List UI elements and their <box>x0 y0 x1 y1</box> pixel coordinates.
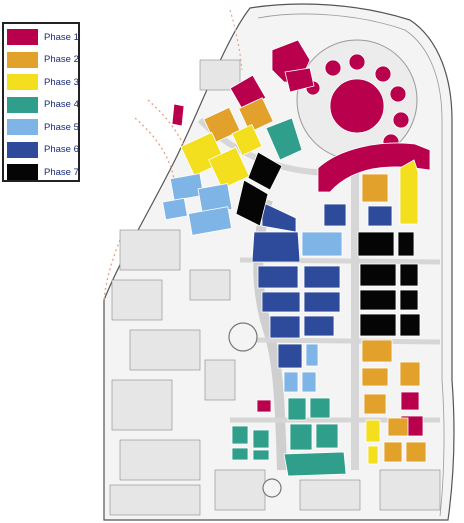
phase-4-parcels <box>231 117 347 477</box>
stadium <box>228 322 258 352</box>
legend-label: Phase 2 <box>44 54 79 66</box>
coast-arc-3 <box>103 239 121 301</box>
roundabout <box>262 478 282 498</box>
phase-1-dome <box>329 78 385 134</box>
legend-item-phase-3: Phase 3 <box>7 71 79 94</box>
grey-buildings <box>109 59 441 516</box>
legend-swatch <box>7 119 38 136</box>
phase-legend: Phase 1 Phase 2 Phase 3 Phase 4 Phase 5 … <box>2 22 80 182</box>
inner-outline <box>257 13 445 517</box>
legend-swatch <box>7 74 38 91</box>
phase-1-pod <box>374 65 392 83</box>
phase-1-pod <box>389 85 407 103</box>
legend-item-phase-6: Phase 6 <box>7 139 79 162</box>
legend-item-phase-4: Phase 4 <box>7 94 79 117</box>
phase-2-parcels <box>203 97 427 463</box>
phase-1-block <box>171 103 185 127</box>
phase-1-block <box>256 399 272 413</box>
legend-swatch <box>7 141 38 158</box>
phase-1-pod <box>324 59 342 77</box>
phase-1-block <box>400 391 420 411</box>
legend-label: Phase 5 <box>44 121 79 133</box>
legend-swatch <box>7 96 38 113</box>
legend-item-phase-2: Phase 2 <box>7 49 79 72</box>
legend-label: Phase 1 <box>44 31 79 43</box>
legend-label: Phase 3 <box>44 76 79 88</box>
legend-label: Phase 4 <box>44 99 79 111</box>
legend-item-phase-1: Phase 1 <box>7 26 79 49</box>
legend-item-phase-7: Phase 7 <box>7 161 79 184</box>
legend-swatch <box>7 29 38 46</box>
phase-1-pod <box>348 53 366 71</box>
phase-1-pod <box>392 111 410 129</box>
phase-7-parcels <box>235 151 421 337</box>
legend-item-phase-5: Phase 5 <box>7 116 79 139</box>
legend-label: Phase 7 <box>44 166 79 178</box>
legend-label: Phase 6 <box>44 144 79 156</box>
phase-5-parcels <box>162 173 343 393</box>
phase-6-parcels <box>251 201 393 369</box>
phase-1-arc <box>317 142 431 193</box>
phase-1-block <box>284 67 315 93</box>
phase-3-parcels <box>180 123 419 465</box>
coast-arc-4 <box>229 9 243 71</box>
cross-road-2 <box>249 337 441 345</box>
phase-1-parcels <box>171 39 431 437</box>
legend-swatch <box>7 51 38 68</box>
legend-swatch <box>7 164 38 181</box>
